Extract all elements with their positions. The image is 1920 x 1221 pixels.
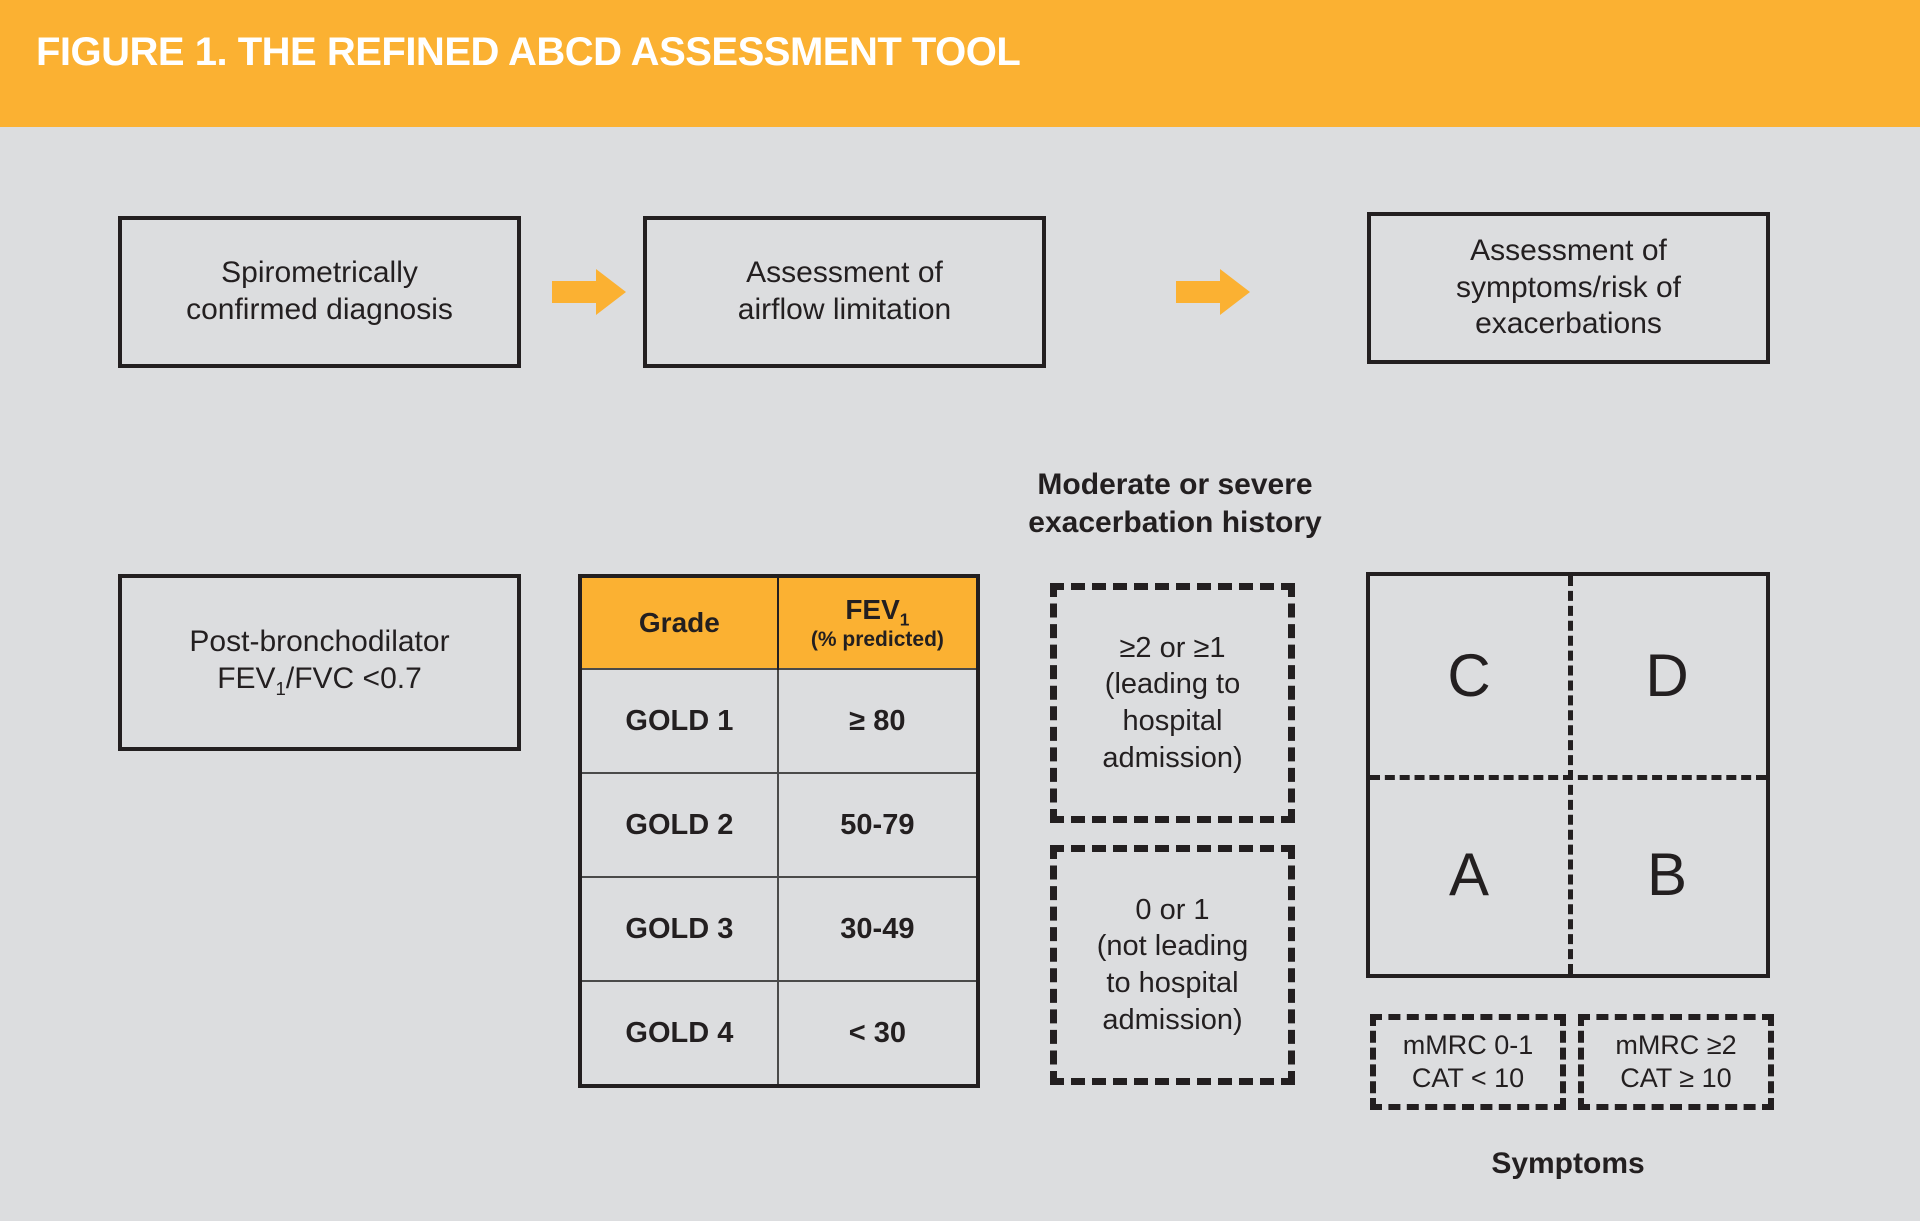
quadrant-cell-d: D — [1645, 642, 1689, 709]
quadrant-cell-b: B — [1646, 841, 1688, 908]
column-header-grade: Grade — [580, 576, 779, 669]
exacerbation-history-label-line2: exacerbation history — [1028, 505, 1322, 539]
flow-box-symptoms-risk: Assessment of symptoms/risk of exacerbat… — [1367, 212, 1770, 364]
table-row: GOLD 2 50-79 — [579, 772, 980, 878]
exacerbation-high-line1: ≥2 or ≥1 — [1119, 631, 1226, 664]
symptom-low-line1: mMRC 0-1 — [1402, 1029, 1534, 1060]
cell-fev1: 30-49 — [776, 876, 980, 982]
criteria-line2: FEV1/FVC <0.7 — [217, 661, 422, 699]
exacerbation-history-label: Moderate or severe exacerbation history — [1020, 466, 1330, 541]
quadrant-cell-a: A — [1448, 841, 1490, 908]
exacerbation-high-line3: hospital — [1122, 705, 1223, 737]
exacerbation-high-line2: (leading to — [1104, 668, 1241, 701]
table-header-row: Grade FEV1 (% predicted) — [580, 576, 978, 669]
symptom-high-line1: mMRC ≥2 — [1615, 1029, 1737, 1060]
right-arrow-icon-2 — [1176, 269, 1250, 315]
right-arrow-icon-1 — [552, 269, 626, 315]
table-row: GOLD 1 ≥ 80 — [579, 668, 980, 774]
cell-fev1: 50-79 — [776, 772, 980, 878]
abcd-quadrant-grid: C D A B — [1366, 572, 1770, 978]
figure-title: FIGURE 1. THE REFINED ABCD ASSESSMENT TO… — [36, 30, 1021, 74]
quadrant-cell-c: C — [1447, 642, 1491, 709]
cell-fev1: ≥ 80 — [776, 668, 980, 774]
flow-box-spirometry-line1: Spirometrically — [221, 256, 418, 290]
flow-box-airflow-line2: airflow limitation — [737, 293, 952, 326]
cell-grade: GOLD 4 — [579, 980, 779, 1087]
criteria-box-postbronchodilator: Post-bronchodilator FEV1/FVC <0.7 — [118, 574, 521, 751]
symptom-threshold-high-box: mMRC ≥2 CAT ≥ 10 — [1578, 1014, 1774, 1110]
exacerbation-low-risk-box: 0 or 1 (not leading to hospital admissio… — [1050, 845, 1295, 1085]
gold-grades-table: Grade FEV1 (% predicted) GOLD 1 ≥ 80 GOL… — [578, 574, 980, 1088]
symptom-threshold-low-box: mMRC 0-1 CAT < 10 — [1370, 1014, 1566, 1110]
criteria-line1: Post-bronchodilator — [189, 625, 450, 659]
quadrant-divider-horizontal — [1370, 775, 1766, 780]
flow-box-symptoms-line3: exacerbations — [1475, 307, 1662, 341]
exacerbation-history-label-line1: Moderate or severe — [1037, 468, 1313, 501]
cell-grade: GOLD 2 — [579, 772, 779, 878]
table-row: GOLD 3 30-49 — [579, 876, 980, 982]
exacerbation-high-line4: admission) — [1102, 741, 1243, 774]
exacerbation-low-line4: admission) — [1102, 1003, 1243, 1036]
column-header-fev1-subtitle: (% predicted) — [810, 628, 944, 652]
flow-box-spirometry: Spirometrically confirmed diagnosis — [118, 216, 521, 368]
cell-grade: GOLD 1 — [579, 668, 779, 774]
symptoms-axis-label-text: Symptoms — [1491, 1147, 1645, 1180]
exacerbation-high-risk-box: ≥2 or ≥1 (leading to hospital admission) — [1050, 583, 1295, 823]
column-header-fev1: FEV1 (% predicted) — [777, 576, 978, 669]
cell-fev1: < 30 — [776, 980, 980, 1087]
symptom-high-line2: CAT ≥ 10 — [1620, 1063, 1732, 1093]
exacerbation-low-line2: (not leading — [1096, 930, 1249, 963]
exacerbation-low-line1: 0 or 1 — [1135, 893, 1210, 926]
flow-box-spirometry-line2: confirmed diagnosis — [186, 293, 453, 326]
figure-header-banner: FIGURE 1. THE REFINED ABCD ASSESSMENT TO… — [0, 0, 1920, 127]
exacerbation-low-line3: to hospital — [1106, 967, 1239, 999]
flow-box-airflow-line1: Assessment of — [746, 256, 943, 290]
cell-grade: GOLD 3 — [579, 876, 779, 982]
flow-box-symptoms-line2: symptoms/risk of — [1455, 270, 1682, 304]
flow-box-symptoms-line1: Assessment of — [1470, 234, 1667, 268]
table-row: GOLD 4 < 30 — [579, 980, 980, 1087]
symptoms-axis-label: Symptoms — [1366, 1145, 1770, 1183]
flow-box-airflow-limitation: Assessment of airflow limitation — [643, 216, 1046, 368]
symptom-low-line2: CAT < 10 — [1411, 1063, 1525, 1093]
